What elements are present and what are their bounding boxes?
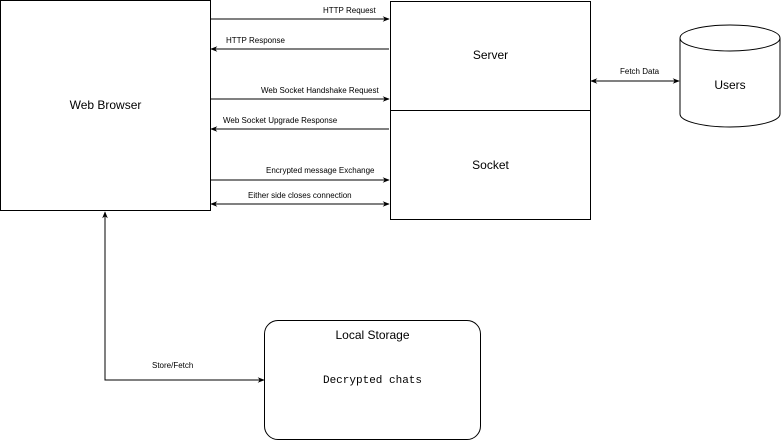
http-response-label: HTTP Response (225, 36, 286, 46)
local-storage-title: Local Storage (335, 328, 410, 342)
users-database-icon (679, 24, 781, 128)
socket-node: Socket (390, 110, 591, 220)
web-browser-label: Web Browser (69, 98, 142, 112)
socket-label: Socket (472, 158, 509, 172)
store-fetch-label: Store/Fetch (151, 361, 195, 371)
users-label: Users (714, 78, 746, 92)
server-label: Server (472, 48, 509, 62)
ws-upgrade-label: Web Socket Upgrade Response (222, 116, 339, 126)
http-request-label: HTTP Request (322, 6, 377, 16)
web-browser-node: Web Browser (0, 0, 211, 211)
local-storage-node: Local Storage Decrypted chats (264, 320, 481, 440)
server-node: Server (390, 1, 591, 111)
store-fetch-arrow (102, 211, 265, 383)
fetch-data-label: Fetch Data (619, 67, 661, 77)
local-storage-body: Decrypted chats (322, 375, 423, 387)
close-connection-label: Either side closes connection (247, 191, 353, 201)
encrypted-exchange-label: Encrypted message Exchange (265, 166, 376, 176)
ws-handshake-label: Web Socket Handshake Request (260, 86, 380, 96)
